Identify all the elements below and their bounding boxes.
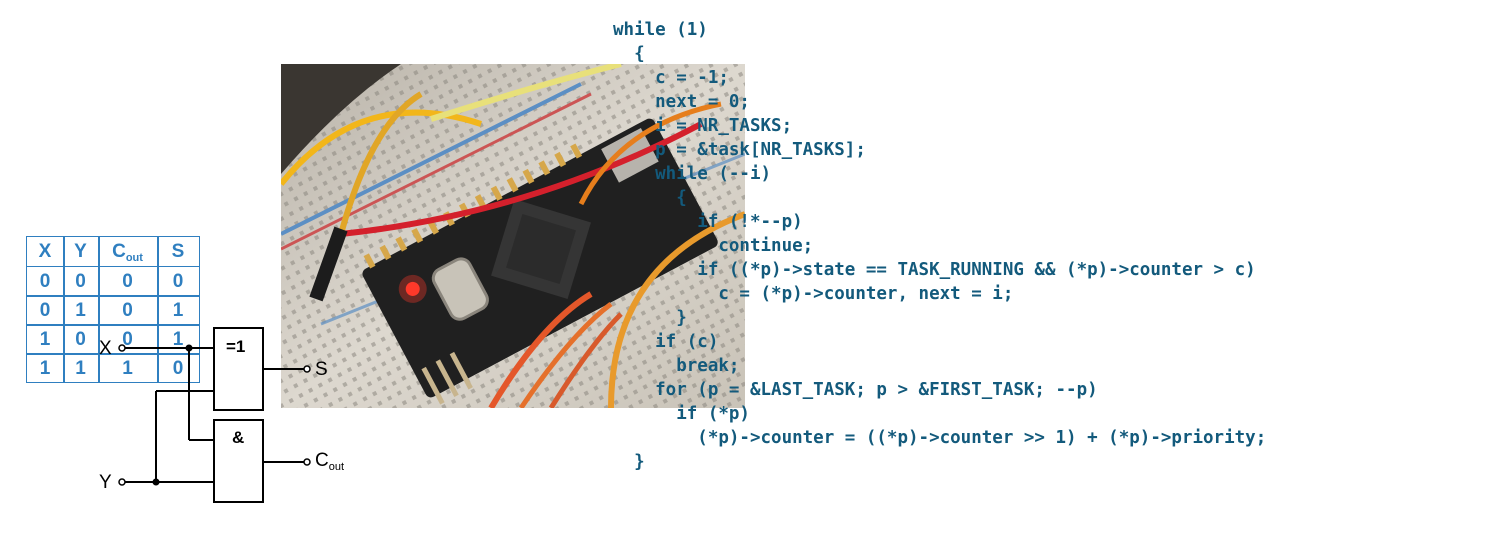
code-line: if (*p)	[613, 404, 750, 424]
cell-y: 1	[75, 358, 86, 379]
code-line: for (p = &LAST_TASK; p > &FIRST_TASK; --…	[613, 380, 1098, 400]
truth-table: X Y Cout S 0 0 0 0 0 1 0 1 1 0 0 1 1 1 1…	[26, 236, 200, 383]
cell-y: 0	[75, 329, 86, 350]
cell-y: 0	[75, 271, 86, 292]
table-row: 0 1 0 1	[27, 296, 199, 325]
header-cout: Cout	[112, 241, 143, 264]
input-y-terminal	[118, 478, 126, 486]
code-line: if ((*p)->state == TASK_RUNNING && (*p)-…	[613, 260, 1256, 280]
code-line: }	[613, 308, 687, 328]
code-line: c = -1;	[613, 68, 729, 88]
header-x: X	[38, 241, 52, 262]
and-gate-label: &	[232, 428, 245, 447]
code-line: {	[613, 188, 687, 208]
breadboard-photo	[281, 64, 745, 408]
code-line: next = 0;	[613, 92, 750, 112]
breadboard-microcontroller-image	[281, 64, 745, 408]
code-line: if (c)	[613, 332, 719, 352]
code-line: while (--i)	[613, 164, 772, 184]
cell-s: 1	[172, 329, 184, 350]
cell-x: 0	[39, 271, 51, 292]
header-y: Y	[74, 241, 87, 262]
cell-x: 1	[39, 329, 51, 350]
output-cout-label: Cout	[315, 450, 345, 473]
code-line: continue;	[613, 236, 814, 256]
scheduler-code-listing: while (1) { c = -1; next = 0; i = NR_TAS…	[613, 18, 1266, 474]
table-row: 0 0 0 0	[27, 267, 199, 296]
table-row: 1 0 0 1	[27, 325, 199, 354]
output-s-label: S	[315, 359, 328, 380]
cell-cout: 0	[122, 300, 133, 321]
code-line: {	[613, 44, 645, 64]
code-line: while (1)	[613, 20, 708, 40]
input-y-label: Y	[99, 472, 112, 493]
header-s: S	[171, 241, 185, 262]
input-x-label: X	[99, 338, 112, 359]
code-line: }	[613, 452, 645, 472]
cell-y: 1	[75, 300, 86, 321]
code-line: (*p)->counter = ((*p)->counter >> 1) + (…	[613, 428, 1267, 448]
table-row: 1 1 1 0	[27, 354, 199, 383]
code-line: i = NR_TASKS;	[613, 116, 793, 136]
code-line: p = &task[NR_TASKS];	[613, 140, 866, 160]
code-line: c = (*p)->counter, next = i;	[613, 284, 1014, 304]
cell-x: 1	[39, 358, 51, 379]
cell-s: 0	[172, 358, 184, 379]
code-line: break;	[613, 356, 740, 376]
cell-cout: 1	[122, 358, 133, 379]
cell-x: 0	[39, 300, 51, 321]
truth-table-header: X Y Cout S	[27, 237, 199, 267]
xor-gate-label: =1	[226, 337, 246, 356]
output-cout-terminal	[303, 458, 311, 466]
cell-cout: 0	[122, 271, 133, 292]
cell-s: 0	[172, 271, 184, 292]
cell-cout: 0	[122, 329, 133, 350]
code-line: if (!*--p)	[613, 212, 803, 232]
cell-s: 1	[172, 300, 184, 321]
